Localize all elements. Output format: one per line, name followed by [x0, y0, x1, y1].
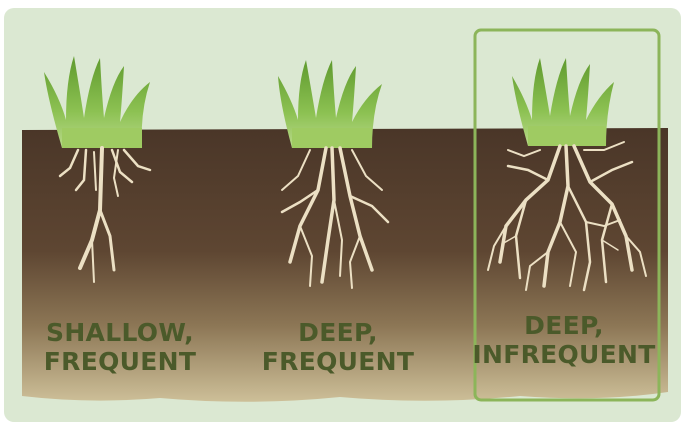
panel-label-line2: FREQUENT [20, 347, 220, 376]
panel-label-line1: DEEP, [238, 318, 438, 347]
panel-label-line2: INFREQUENT [464, 340, 664, 369]
panel-label-line2: FREQUENT [238, 347, 438, 376]
panel-label-shallow-frequent: SHALLOW, FREQUENT [20, 318, 220, 376]
panel-label-deep-infrequent: DEEP, INFREQUENT [464, 311, 664, 369]
panel-label-deep-frequent: DEEP, FREQUENT [238, 318, 438, 376]
panel-label-line1: DEEP, [464, 311, 664, 340]
panel-label-line1: SHALLOW, [20, 318, 220, 347]
